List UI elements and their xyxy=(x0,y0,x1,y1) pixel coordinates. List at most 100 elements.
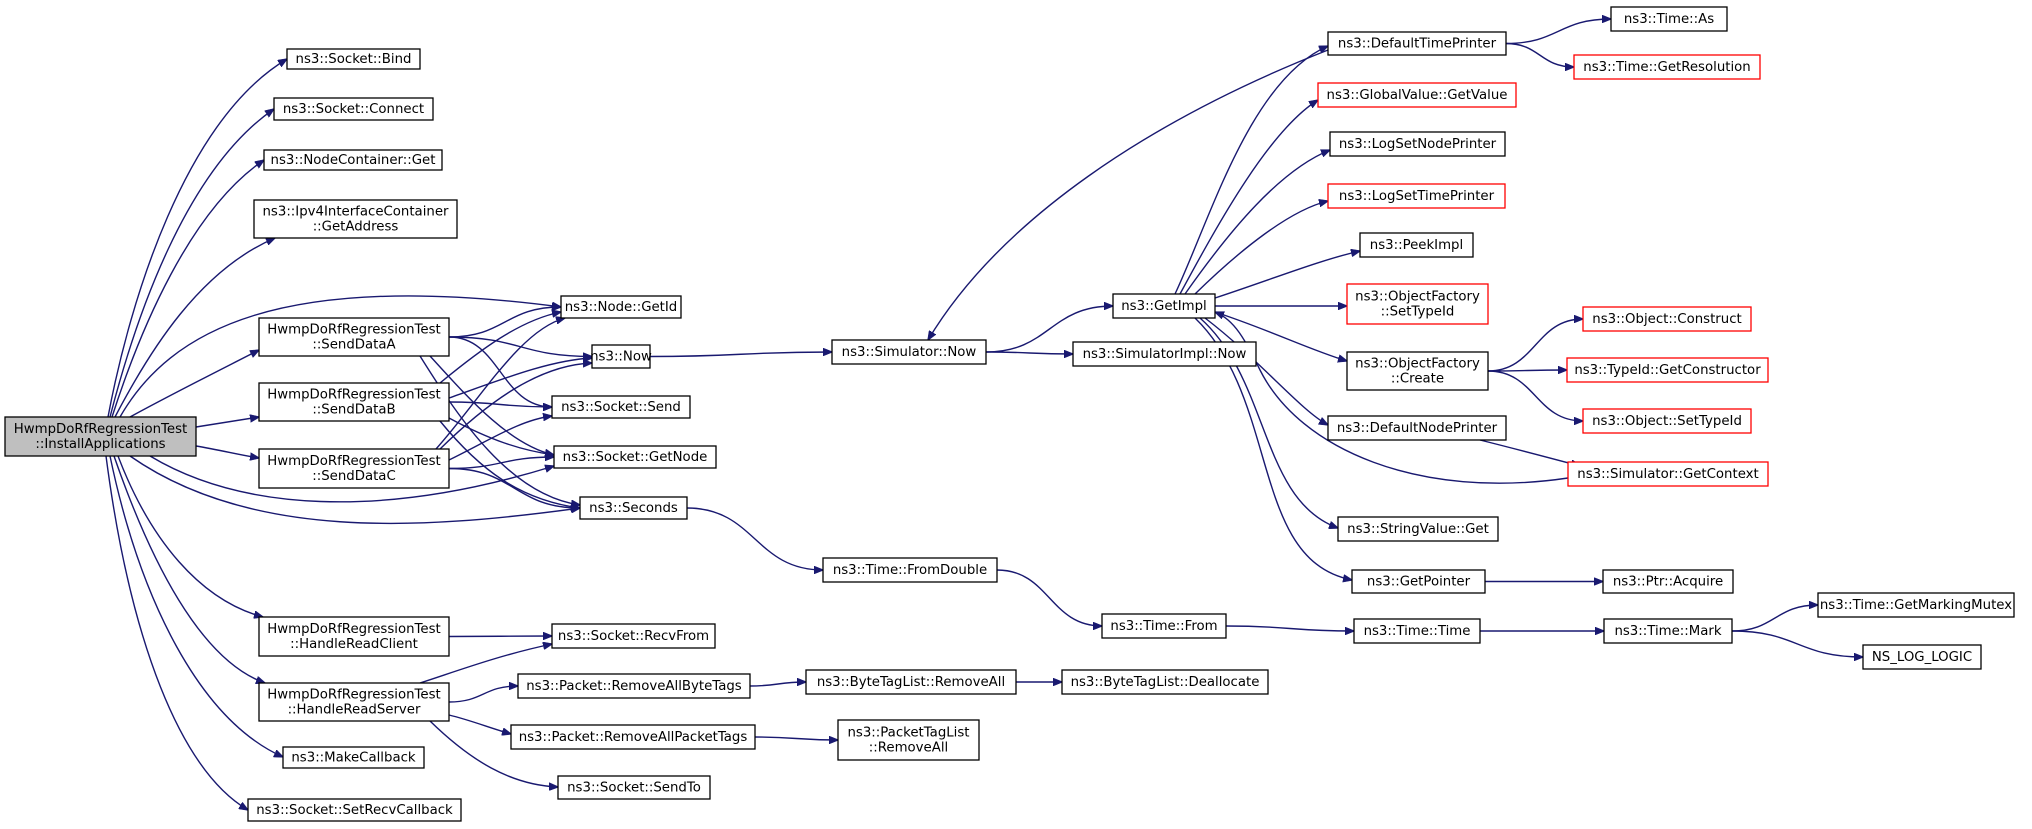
node-ptl-removeall[interactable]: ns3::PacketTagList::RemoveAll xyxy=(837,719,980,761)
node-box xyxy=(1566,357,1769,383)
node-getpointer[interactable]: ns3::GetPointer xyxy=(1351,569,1486,594)
node-typeid-getctor[interactable]: ns3::TypeId::GetConstructor xyxy=(1566,357,1769,383)
node-obj-construct[interactable]: ns3::Object::Construct xyxy=(1582,306,1752,332)
node-connect[interactable]: ns3::Socket::Connect xyxy=(273,97,434,121)
node-time-mark[interactable]: ns3::Time::Mark xyxy=(1603,618,1733,644)
node-time-getmutex[interactable]: ns3::Time::GetMarkingMutex xyxy=(1817,592,2015,618)
node-sendto[interactable]: ns3::Socket::SendTo xyxy=(557,775,711,800)
node-label: NS_LOG_LOGIC xyxy=(1872,650,1972,665)
node-box xyxy=(1346,351,1489,391)
node-label: ns3::Socket::Send xyxy=(561,400,681,415)
node-btl-dealloc[interactable]: ns3::ByteTagList::Deallocate xyxy=(1061,669,1269,695)
node-label: HwmpDoRfRegressionTest xyxy=(267,454,440,469)
node-label: ns3::ObjectFactory xyxy=(1355,357,1480,372)
node-time-from[interactable]: ns3::Time::From xyxy=(1101,613,1227,639)
edge-time_from-to-time_time xyxy=(1225,625,1354,631)
node-box xyxy=(1327,31,1507,56)
node-pkt-rapt[interactable]: ns3::Packet::RemoveAllPacketTags xyxy=(510,724,756,750)
node-now[interactable]: ns3::Now xyxy=(590,344,652,369)
node-sim-getcontext[interactable]: ns3::Simulator::GetContext xyxy=(1567,461,1769,487)
node-label: ns3::ObjectFactory xyxy=(1355,290,1480,305)
node-label: ns3::Time::From xyxy=(1110,619,1217,634)
node-senda[interactable]: HwmpDoRfRegressionTest::SendDataA xyxy=(258,317,450,357)
node-time-time[interactable]: ns3::Time::Time xyxy=(1353,618,1481,644)
node-sock-send[interactable]: ns3::Socket::Send xyxy=(551,395,691,419)
node-makecb[interactable]: ns3::MakeCallback xyxy=(282,746,425,769)
node-ns-log-logic[interactable]: NS_LOG_LOGIC xyxy=(1862,644,1982,670)
node-label: ::HandleReadClient xyxy=(290,637,418,652)
edge-sendc-to-sock_getnode xyxy=(448,457,554,470)
edge-now-to-sim_now xyxy=(649,352,832,358)
node-box xyxy=(258,682,450,722)
edge-getimpl-to-dnp xyxy=(1204,317,1328,425)
node-time-as[interactable]: ns3::Time::As xyxy=(1610,6,1728,32)
edge-senda-to-sock_getnode xyxy=(429,355,554,455)
node-sv-get[interactable]: ns3::StringValue::Get xyxy=(1337,516,1499,542)
node-simimpl-now[interactable]: ns3::SimulatorImpl::Now xyxy=(1072,341,1257,367)
node-logsetnode[interactable]: ns3::LogSetNodePrinter xyxy=(1329,131,1506,157)
node-nc-get[interactable]: ns3::NodeContainer::Get xyxy=(263,149,443,171)
node-node-getid[interactable]: ns3::Node::GetId xyxy=(560,295,682,319)
node-label: ns3::PeekImpl xyxy=(1370,238,1463,253)
node-bind[interactable]: ns3::Socket::Bind xyxy=(286,48,421,70)
node-hrs[interactable]: HwmpDoRfRegressionTest::HandleReadServer xyxy=(258,682,450,722)
node-recvfrom[interactable]: ns3::Socket::RecvFrom xyxy=(551,623,716,649)
node-box xyxy=(805,669,1017,695)
node-ptr-acquire[interactable]: ns3::Ptr::Acquire xyxy=(1602,569,1734,594)
node-time-fromdouble[interactable]: ns3::Time::FromDouble xyxy=(822,557,998,583)
node-gv-getvalue[interactable]: ns3::GlobalValue::GetValue xyxy=(1317,82,1517,108)
node-sim-now[interactable]: ns3::Simulator::Now xyxy=(831,339,987,365)
node-box xyxy=(258,448,450,489)
node-box xyxy=(1337,516,1499,542)
node-box xyxy=(517,673,751,699)
node-box xyxy=(263,149,443,171)
edge-time_mark-to-time_getmutex xyxy=(1731,605,1818,632)
edge-seconds-to-time_fromdouble xyxy=(686,507,823,570)
node-sendc[interactable]: HwmpDoRfRegressionTest::SendDataC xyxy=(258,448,450,489)
node-dtp[interactable]: ns3::DefaultTimePrinter xyxy=(1327,31,1507,56)
node-label: ns3::Packet::RemoveAllPacketTags xyxy=(519,730,748,745)
edge-root-to-nc_get xyxy=(111,160,264,418)
node-sendb[interactable]: HwmpDoRfRegressionTest::SendDataB xyxy=(258,382,450,422)
node-box xyxy=(1610,6,1728,32)
node-setrecv[interactable]: ns3::Socket::SetRecvCallback xyxy=(247,798,462,822)
node-box xyxy=(591,344,651,369)
node-label: ns3::Now xyxy=(590,350,652,365)
node-sock-getnode[interactable]: ns3::Socket::GetNode xyxy=(553,445,717,469)
node-label: ns3::MakeCallback xyxy=(291,751,416,766)
node-getimpl[interactable]: ns3::GetImpl xyxy=(1112,293,1216,319)
node-box xyxy=(1359,232,1474,258)
node-root[interactable]: HwmpDoRfRegressionTest::InstallApplicati… xyxy=(4,416,197,457)
node-box xyxy=(579,496,688,520)
node-of-settypeid[interactable]: ns3::ObjectFactory::SetTypeId xyxy=(1346,283,1489,325)
node-label: ns3::Node::GetId xyxy=(565,300,678,315)
node-btl-removeall[interactable]: ns3::ByteTagList::RemoveAll xyxy=(805,669,1017,695)
node-label: ns3::Ptr::Acquire xyxy=(1613,575,1723,590)
node-label: ns3::ByteTagList::Deallocate xyxy=(1071,675,1260,690)
edge-root-to-bind xyxy=(107,59,287,418)
node-dnp[interactable]: ns3::DefaultNodePrinter xyxy=(1327,415,1507,441)
node-hrc[interactable]: HwmpDoRfRegressionTest::HandleReadClient xyxy=(258,616,450,657)
node-seconds[interactable]: ns3::Seconds xyxy=(579,496,688,520)
edge-hrs-to-pkt_rapt xyxy=(448,714,511,734)
node-box xyxy=(831,339,987,365)
node-label: ns3::LogSetTimePrinter xyxy=(1339,189,1495,204)
edge-root-to-sendb xyxy=(195,417,259,428)
edge-sendb-to-now xyxy=(448,358,592,399)
edge-sendc-to-now xyxy=(439,363,592,450)
node-time-getres[interactable]: ns3::Time::GetResolution xyxy=(1573,54,1761,80)
node-of-create[interactable]: ns3::ObjectFactory::Create xyxy=(1346,351,1489,391)
node-obj-settypeid[interactable]: ns3::Object::SetTypeId xyxy=(1582,408,1752,434)
node-pkt-rabt[interactable]: ns3::Packet::RemoveAllByteTags xyxy=(517,673,751,699)
node-label: ns3::Seconds xyxy=(589,501,678,516)
node-box xyxy=(1862,644,1982,670)
node-ipv4-getaddr[interactable]: ns3::Ipv4InterfaceContainer::GetAddress xyxy=(253,199,458,239)
node-label: ns3::Socket::SetRecvCallback xyxy=(256,803,453,818)
node-box xyxy=(1582,306,1752,332)
node-peekimpl[interactable]: ns3::PeekImpl xyxy=(1359,232,1474,258)
edge-sim_now-to-simimpl_now xyxy=(985,352,1073,354)
node-logsettime[interactable]: ns3::LogSetTimePrinter xyxy=(1327,183,1506,209)
node-label: ns3::LogSetNodePrinter xyxy=(1339,137,1497,152)
node-box xyxy=(247,798,462,822)
edge-getimpl-to-peekimpl xyxy=(1214,251,1360,299)
